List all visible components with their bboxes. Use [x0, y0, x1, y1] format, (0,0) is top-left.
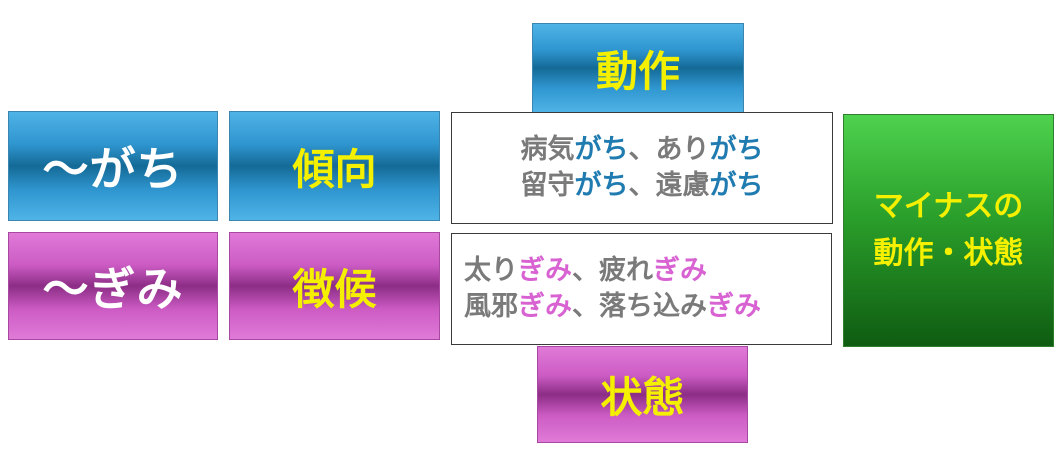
gimi-suffix-highlight: ぎみ: [707, 291, 761, 322]
gachi-example-line: 留守がち、遠慮がち: [521, 168, 764, 204]
tendency-label: 傾向: [292, 144, 377, 194]
tendency-box: 傾向: [229, 111, 440, 221]
negative-box: マイナスの 動作・状態: [843, 114, 1054, 347]
gimi-suffix-highlight: ぎみ: [653, 255, 707, 287]
gimi-example-line: 太りぎみ、疲れぎみ: [464, 253, 707, 289]
gachi-suffix-highlight: がち: [709, 134, 764, 166]
gachi-suffix-highlight: がち: [709, 170, 764, 201]
action-box: 動作: [532, 23, 744, 113]
gimi-example-word: 、疲れ: [572, 255, 653, 287]
gachi-example-line: 病気がち、ありがち: [521, 132, 764, 168]
gachi-suffix-highlight: がち: [574, 134, 629, 166]
gachi-suffix-label: ～がち: [42, 142, 184, 196]
gimi-example-word: 風邪: [464, 291, 518, 322]
gachi-example-word: 病気: [520, 134, 575, 166]
gachi-example-word: 、あり: [628, 134, 710, 166]
gimi-examples-box: 太りぎみ、疲れぎみ風邪ぎみ、落ち込みぎみ: [451, 233, 832, 345]
negative-label-line2: 動作・状態: [873, 235, 1024, 271]
state-label: 状態: [600, 373, 685, 422]
gachi-suffix-highlight: がち: [574, 170, 629, 201]
action-label: 動作: [595, 46, 680, 96]
gimi-example-line: 風邪ぎみ、落ち込みぎみ: [464, 289, 761, 325]
gimi-suffix-highlight: ぎみ: [518, 255, 572, 287]
symptom-label: 徴候: [292, 264, 377, 314]
gimi-suffix-label: ～ぎみ: [42, 262, 184, 316]
negative-label-line1: マイナスの: [873, 189, 1024, 224]
state-box: 状態: [537, 346, 748, 443]
gachi-suffix-box: ～がち: [8, 111, 218, 221]
gachi-examples-box: 病気がち、ありがち留守がち、遠慮がち: [451, 112, 833, 224]
gimi-suffix-highlight: ぎみ: [518, 291, 572, 322]
gimi-example-word: 、落ち込み: [572, 291, 707, 322]
gachi-example-word: 、遠慮: [628, 170, 710, 201]
gachi-example-word: 留守: [520, 170, 575, 201]
gimi-example-word: 太り: [464, 255, 518, 287]
symptom-box: 徴候: [229, 232, 440, 340]
gimi-suffix-box: ～ぎみ: [8, 232, 218, 340]
